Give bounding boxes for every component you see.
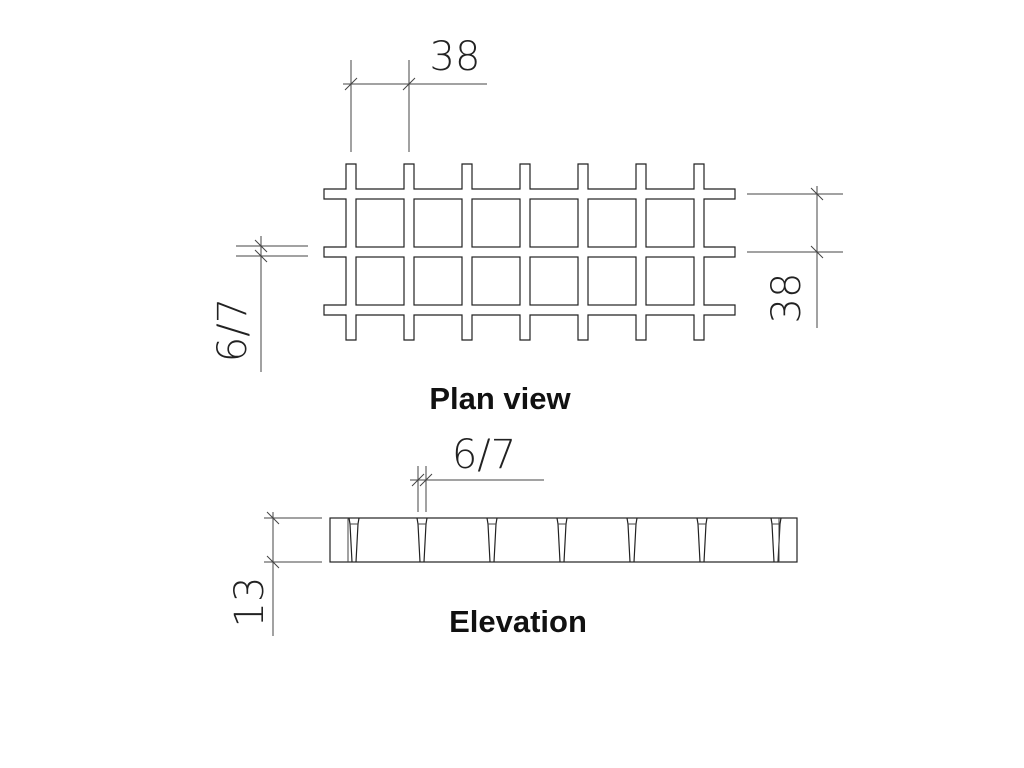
elevation-bar [348, 517, 360, 563]
plan-opening [645, 198, 695, 248]
elevation-top-dimension: 6/7 [410, 432, 544, 512]
plan-pitch-horizontal-label: 38 [430, 34, 481, 80]
elevation-bar [416, 517, 428, 563]
elevation-bar-width-label: 6/7 [452, 432, 516, 478]
plan-opening [355, 198, 405, 248]
plan-bar-width-label: 6/7 [210, 298, 256, 362]
elevation-grating [329, 517, 798, 563]
plan-opening [587, 256, 637, 306]
plan-opening [413, 198, 463, 248]
plan-opening [529, 256, 579, 306]
plan-opening [587, 198, 637, 248]
plan-right-dimension: 38 [747, 186, 843, 328]
elevation-bar [556, 517, 568, 563]
plan-top-dimension: 38 [343, 34, 487, 152]
elevation-bar [486, 517, 498, 563]
plan-opening [645, 256, 695, 306]
plan-left-dimension: 6/7 [210, 236, 308, 372]
plan-opening [355, 256, 405, 306]
elevation-left-dimension: 13 [227, 511, 322, 636]
elevation-title: Elevation [449, 604, 587, 639]
elevation-height-label: 13 [227, 577, 273, 628]
plan-opening [529, 198, 579, 248]
elevation-outline [329, 517, 798, 563]
plan-outline [323, 163, 736, 341]
plan-view-grating [323, 163, 736, 341]
plan-opening [471, 198, 521, 248]
elevation-bar [696, 517, 708, 563]
plan-opening [413, 256, 463, 306]
plan-pitch-vertical-label: 38 [764, 273, 810, 324]
plan-opening [471, 256, 521, 306]
elevation-bar [626, 517, 638, 563]
plan-view-title: Plan view [429, 381, 571, 416]
